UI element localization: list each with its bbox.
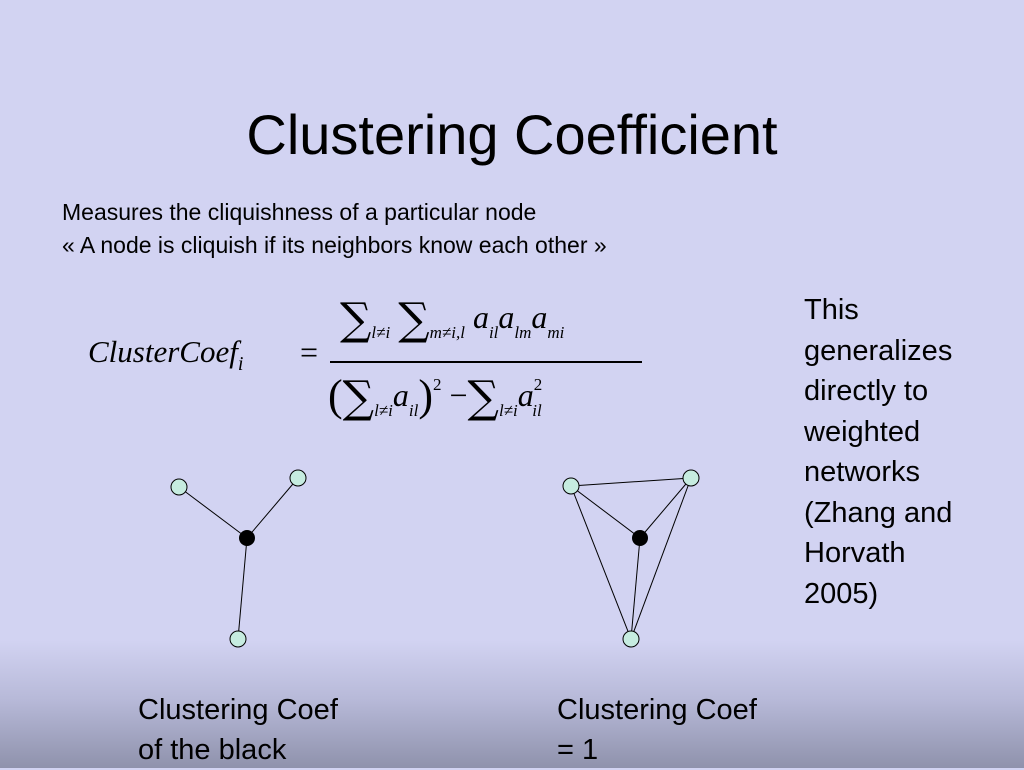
side-note-line: generalizes (804, 334, 953, 367)
caption-line: of the black (138, 734, 287, 766)
formula-equals: = (300, 334, 319, 370)
edge (570, 485, 641, 539)
caption-left: Clustering Coef of the black (138, 690, 338, 770)
side-note: This generalizes directly to weighted ne… (804, 290, 1014, 614)
side-note-line: 2005) (804, 577, 879, 610)
side-note-line: networks (804, 456, 921, 488)
clustering-formula: ClusterCoefi = ∑l≠i ∑m≠i,l ailalmami (∑l… (80, 292, 660, 442)
slide-title: Clustering Coefficient (246, 103, 778, 166)
intro-text: Measures the cliquishness of a particula… (62, 196, 607, 262)
intro-line-2: « A node is cliquish if its neighbors kn… (62, 232, 607, 258)
intro-line-1: Measures the cliquishness of a particula… (62, 199, 537, 225)
neighbor-node (229, 630, 247, 648)
neighbor-node (562, 477, 580, 495)
black-center-node (239, 530, 255, 546)
side-note-line: (Zhang and (804, 496, 953, 529)
neighbor-node (622, 630, 640, 648)
caption-line: Clustering Coef (557, 694, 757, 726)
star-graph (170, 469, 307, 648)
edge (246, 477, 299, 539)
edge (570, 485, 632, 640)
formula-lhs: ClusterCoefi (88, 334, 244, 375)
edge (630, 537, 641, 640)
edge (178, 486, 248, 539)
caption-line: Clustering Coef (138, 694, 338, 726)
caption-right: Clustering Coef = 1 (557, 690, 757, 770)
formula-denominator: (∑l≠iail)2 −∑l≠ia2il (328, 371, 543, 423)
formula-numerator: ∑l≠i ∑m≠i,l ailalmami (340, 294, 565, 345)
edge (237, 537, 248, 640)
complete-graph (562, 469, 700, 648)
edge (639, 477, 692, 539)
edge (630, 477, 692, 640)
caption-line: = 1 (557, 734, 599, 766)
neighbor-node (170, 478, 188, 496)
neighbor-node (289, 469, 307, 487)
side-note-line: directly to (804, 375, 929, 407)
edge (570, 477, 692, 487)
side-note-line: Horvath (804, 537, 906, 569)
fraction-bar (330, 361, 642, 363)
side-note-line: This (804, 294, 859, 326)
side-note-line: weighted (804, 415, 921, 448)
neighbor-node (682, 469, 700, 487)
black-center-node (632, 530, 648, 546)
